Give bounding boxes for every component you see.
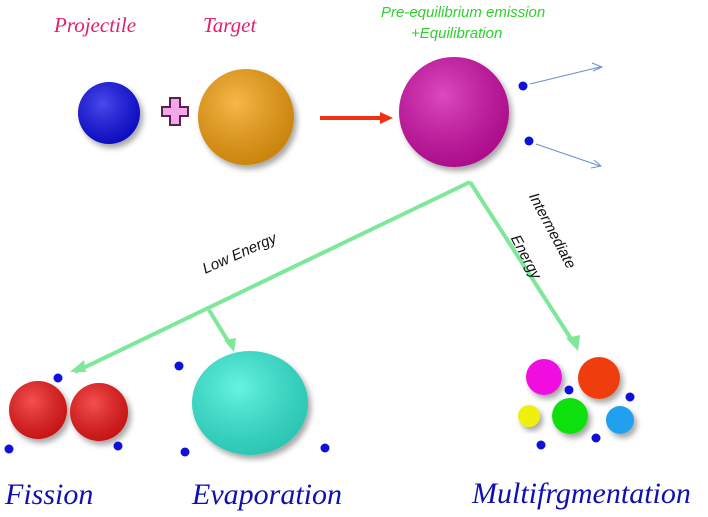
fission-fragment-shading [9, 381, 67, 439]
fragment [578, 357, 620, 399]
evaporation-label: Evaporation [192, 478, 342, 511]
compound-shading [399, 57, 509, 167]
target-shading [198, 69, 294, 165]
emission-arrowhead [591, 62, 604, 72]
fragment [552, 398, 588, 434]
plus-icon [161, 97, 189, 126]
projectile-label: Projectile [54, 13, 137, 37]
target-label: Target [203, 13, 257, 37]
fission-fragment-shading [70, 383, 128, 441]
fragment [518, 405, 540, 427]
low-energy-arrowhead [70, 360, 86, 372]
emission-arrowhead [590, 159, 603, 169]
emitted-particle [518, 81, 528, 91]
emitted-particle [524, 136, 534, 146]
reaction-arrowhead [380, 112, 393, 124]
emitted-particle [564, 385, 574, 395]
emitted-particle [536, 440, 546, 450]
fragment [606, 406, 634, 434]
emission-arrow [529, 66, 601, 85]
pre-equilibrium-label-line2: +Equilibration [411, 25, 503, 42]
evaporation-arrowhead [224, 338, 236, 352]
emitted-particle [180, 447, 190, 457]
pre-equilibrium-label-line1: Pre-equilibrium emission [381, 4, 546, 21]
evaporation-residue-shading [192, 351, 308, 455]
emitted-particle [174, 361, 184, 371]
emitted-particle [625, 392, 635, 402]
intermediate-energy-branch [468, 180, 577, 347]
intermediate-energy-arrowhead [566, 335, 580, 351]
emission-arrow [535, 143, 601, 167]
emitted-particle [320, 443, 330, 453]
emitted-particle [591, 433, 601, 443]
low-energy-branch [74, 180, 471, 374]
multifragmentation-label: Multifrgmentation [472, 477, 691, 510]
fission-label: Fission [5, 478, 94, 511]
emitted-particle [53, 373, 63, 383]
emitted-particle [113, 441, 123, 451]
projectile-shading [78, 82, 140, 144]
fragment [526, 359, 562, 395]
emitted-particle [4, 444, 14, 454]
